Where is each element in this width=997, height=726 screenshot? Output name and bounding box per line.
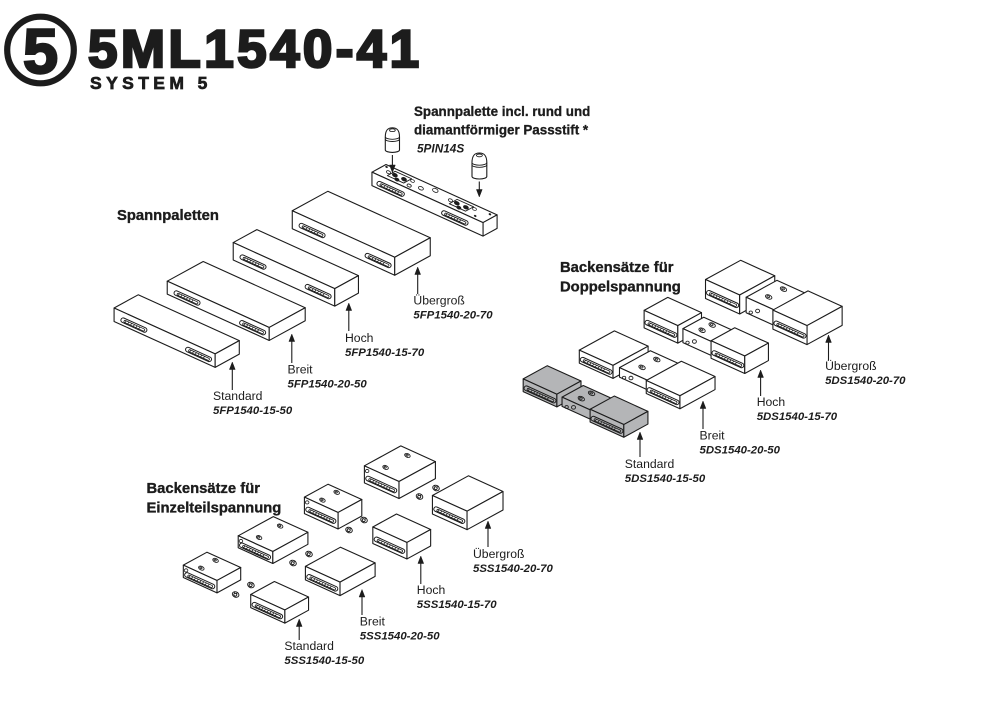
svg-text:Übergroß: Übergroß xyxy=(473,547,524,561)
svg-text:5DS1540-15-70: 5DS1540-15-70 xyxy=(757,411,838,423)
svg-text:5SS1540-15-70: 5SS1540-15-70 xyxy=(417,599,497,611)
svg-text:5DS1540-15-50: 5DS1540-15-50 xyxy=(625,473,706,485)
svg-text:5SS1540-20-50: 5SS1540-20-50 xyxy=(360,630,440,642)
svg-text:Breit: Breit xyxy=(360,615,386,629)
svg-text:5SS1540-15-50: 5SS1540-15-50 xyxy=(284,655,364,667)
svg-text:5FP1540-20-50: 5FP1540-20-50 xyxy=(288,378,368,390)
svg-text:5SS1540-20-70: 5SS1540-20-70 xyxy=(473,563,553,575)
svg-text:5PIN14S: 5PIN14S xyxy=(417,142,464,156)
svg-text:Hoch: Hoch xyxy=(417,583,445,597)
svg-text:Breit: Breit xyxy=(700,429,726,443)
svg-text:Standard: Standard xyxy=(284,639,333,653)
svg-text:5FP1540-20-70: 5FP1540-20-70 xyxy=(413,309,493,321)
svg-text:Spannpalette incl. rund und: Spannpalette incl. rund und xyxy=(414,104,590,119)
svg-text:Übergroß: Übergroß xyxy=(413,294,464,308)
svg-text:Spannpaletten: Spannpaletten xyxy=(117,208,219,224)
svg-text:Standard: Standard xyxy=(213,389,262,403)
svg-text:Backensätze für: Backensätze für xyxy=(560,260,674,276)
svg-text:5ML1540-41: 5ML1540-41 xyxy=(88,20,423,79)
svg-text:5FP1540-15-70: 5FP1540-15-70 xyxy=(345,347,425,359)
svg-text:Einzelteilspannung: Einzelteilspannung xyxy=(147,501,282,517)
svg-text:5FP1540-15-50: 5FP1540-15-50 xyxy=(213,405,293,417)
svg-text:5: 5 xyxy=(23,17,58,87)
svg-text:Übergroß: Übergroß xyxy=(825,359,876,373)
svg-text:5DS1540-20-70: 5DS1540-20-70 xyxy=(825,375,906,387)
svg-text:SYSTEM 5: SYSTEM 5 xyxy=(90,73,212,93)
svg-text:Doppelspannung: Doppelspannung xyxy=(560,280,681,296)
svg-text:Backensätze für: Backensätze für xyxy=(147,481,261,497)
svg-text:Hoch: Hoch xyxy=(345,331,373,345)
svg-text:Hoch: Hoch xyxy=(757,395,785,409)
svg-text:Standard: Standard xyxy=(625,457,674,471)
svg-text:Breit: Breit xyxy=(288,363,314,377)
svg-text:5DS1540-20-50: 5DS1540-20-50 xyxy=(700,444,781,456)
svg-text:diamantförmiger Passstift *: diamantförmiger Passstift * xyxy=(414,123,589,138)
